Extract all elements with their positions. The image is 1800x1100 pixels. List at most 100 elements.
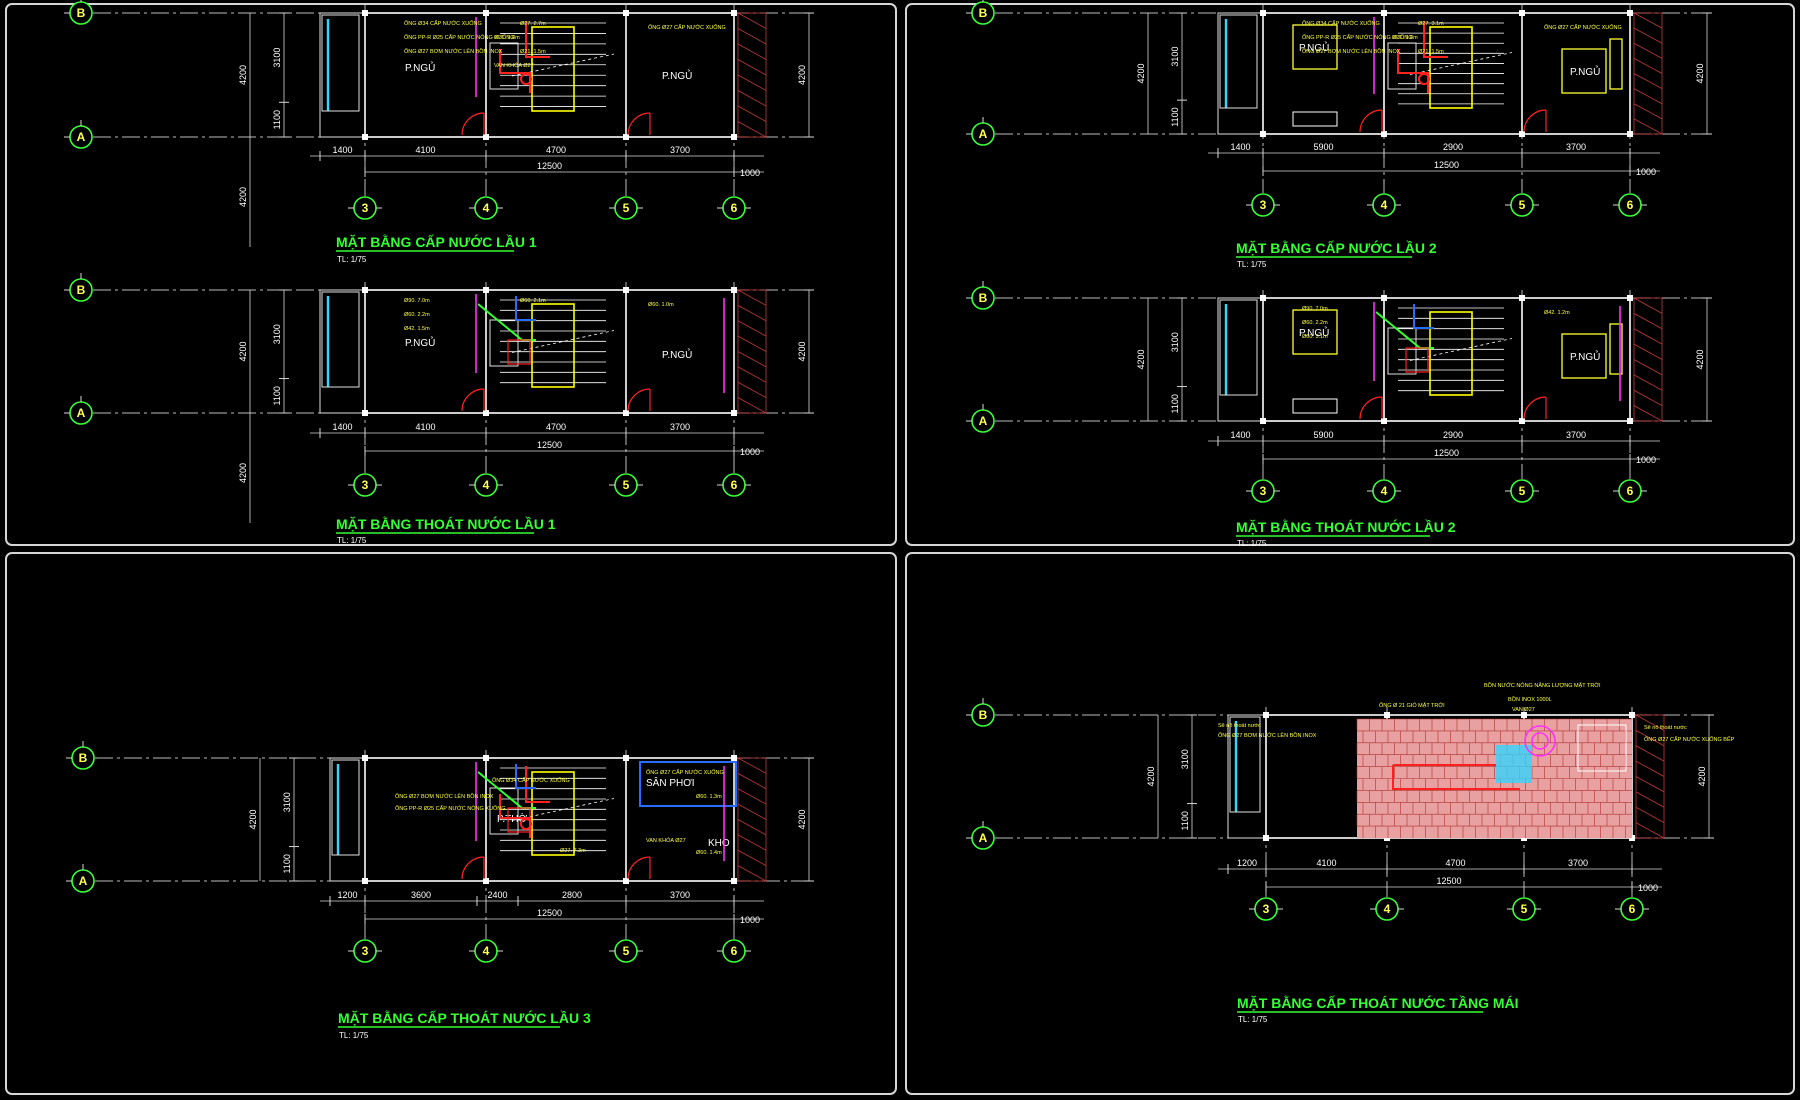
supply-pipe [525, 766, 550, 803]
dimension-total: 12500 [1436, 876, 1461, 886]
pipe-annotation: ỐNG Ø27 CẤP NƯỚC XUỐNG [646, 769, 724, 776]
pipe-annotation: Ø60. 2.1m [520, 298, 546, 304]
hatch-line [737, 834, 767, 851]
pipe-annotation: Ø60. 2.2m [404, 312, 430, 318]
hatch-line [737, 865, 767, 882]
interior-walls [1262, 297, 1631, 422]
plan-scale: TL: 1/75 [337, 536, 367, 545]
dimension-value: 1100 [272, 110, 282, 129]
bed [1561, 48, 1607, 94]
structural-column [362, 10, 368, 16]
hatch-line [1633, 103, 1663, 120]
pipe-annotation: ỐNG Ø27 BƠM NƯỚC LÊN BỒN INOX [1218, 731, 1317, 739]
hatch-line [737, 788, 767, 805]
interior-walls [1262, 12, 1631, 135]
pipe-annotation: ỐNG Ø27 BƠM NƯỚC LÊN BỒN INOX [395, 792, 494, 800]
grid-label: 3 [362, 944, 369, 958]
dimension-total: 12500 [537, 440, 562, 450]
dimension-end: 1000 [740, 915, 760, 925]
pipe-annotation: ỐNG Ø27 CẤP NƯỚC XUỐNG [1544, 24, 1622, 31]
stair-void [531, 771, 575, 856]
grid-label: A [979, 414, 988, 428]
dimension-value: 4100 [415, 145, 435, 155]
stair-void [531, 303, 575, 388]
interior-walls [364, 757, 735, 882]
door-swing [1523, 109, 1547, 133]
stair-arrow [511, 798, 615, 821]
hatch-line [737, 335, 767, 352]
pipe-annotation: Ø42. 1.5m [404, 326, 430, 332]
plan-title: MẶT BẰNG CẤP NƯỚC LẦU 1 [336, 233, 537, 250]
grid-label: 5 [1519, 198, 1526, 212]
grid-label: B [77, 6, 86, 20]
hatch-line [1633, 58, 1663, 74]
dimension-value: 3100 [272, 324, 282, 344]
pipe-annotation: Ø21. 1.8m [494, 35, 520, 41]
grid-label: B [79, 751, 88, 765]
structural-column [1263, 712, 1269, 718]
supply-fixture [520, 73, 532, 85]
dimension-total: 12500 [537, 908, 562, 918]
pipe-annotation: Ø60. 1.4m [696, 850, 722, 856]
pipe-annotation: ỐNG Ø34 CẤP NƯỚC XUỐNG [1302, 20, 1380, 27]
supply-fixture [520, 818, 532, 830]
dimension-total: 12500 [1434, 160, 1459, 170]
supply-fixture [1418, 73, 1430, 85]
structural-column [362, 134, 368, 140]
dimension-value: 1100 [1170, 394, 1180, 413]
pipe-annotation: VAN Ø27 [1512, 707, 1535, 713]
door-swing [1359, 109, 1383, 133]
dresser [1292, 111, 1338, 127]
plan-scale: TL: 1/75 [1238, 1015, 1268, 1024]
supply-pipe [1392, 765, 1520, 790]
plan-title-group-p4: MẶT BẰNG THOÁT NƯỚC LẦU 2 TL: 1/75 [1236, 518, 1456, 548]
dimension-value: 4100 [415, 422, 435, 432]
hatch-line [1633, 389, 1663, 406]
pipe-annotation: Ø21. 1.5m [520, 49, 546, 55]
pipe-annotation: Ø60. 2.2m [1302, 320, 1328, 326]
dimension-value: 3100 [282, 792, 292, 812]
bed [1292, 309, 1338, 355]
dimension-value: 4200 [797, 341, 807, 361]
hatch-line [1633, 12, 1663, 29]
wc-room [1387, 327, 1417, 375]
pipe-annotation: Ø60. 3.1m [1302, 334, 1328, 340]
floor-drain-box [507, 807, 531, 833]
panel-frame-bottom-right [905, 552, 1795, 1095]
dimension-end: 1000 [740, 168, 760, 178]
pipe-annotation: VAN KHÓA Ø27 [494, 62, 534, 69]
dimension-value: 4700 [1445, 858, 1465, 868]
inox-tank [1524, 725, 1556, 757]
pipe-annotation: BỒN NƯỚC NÓNG NĂNG LƯỢNG MẶT TRỜI [1484, 682, 1601, 689]
hatch-line [737, 803, 767, 820]
dimension-value: 3100 [1170, 332, 1180, 352]
dimension-value: 1100 [272, 386, 282, 405]
hatch-line [1635, 714, 1665, 731]
hatch-line [737, 397, 767, 414]
pipe-annotation: ỐNG Ø34 CẤP NƯỚC XUỐNG [492, 777, 570, 784]
grid-label: 6 [1629, 902, 1636, 916]
hatch-line [1633, 343, 1663, 360]
hatch-line [737, 59, 767, 76]
dimension-value: 3700 [670, 145, 690, 155]
hatch-line [1633, 374, 1663, 391]
dimension-value: 2900 [1443, 430, 1463, 440]
balcony [1229, 716, 1261, 813]
grid-label: 4 [1384, 902, 1391, 916]
dimension-value: 1100 [1170, 107, 1180, 126]
headboard [1609, 38, 1623, 90]
floor-drain-box [507, 339, 531, 365]
dimension-value: 1400 [1230, 142, 1250, 152]
dimension-value: 1200 [337, 890, 357, 900]
hatch-line [737, 90, 767, 107]
grid-label: 3 [1263, 902, 1270, 916]
grid-label: 6 [731, 944, 738, 958]
stair-arrow [511, 330, 615, 353]
plan-scale: TL: 1/75 [1237, 539, 1267, 548]
hatch-line [1633, 359, 1663, 376]
plan-title-group-p5: MẶT BẰNG CẤP THOÁT NƯỚC LẦU 3 TL: 1/75 [338, 1009, 591, 1040]
structural-column [1627, 131, 1633, 137]
